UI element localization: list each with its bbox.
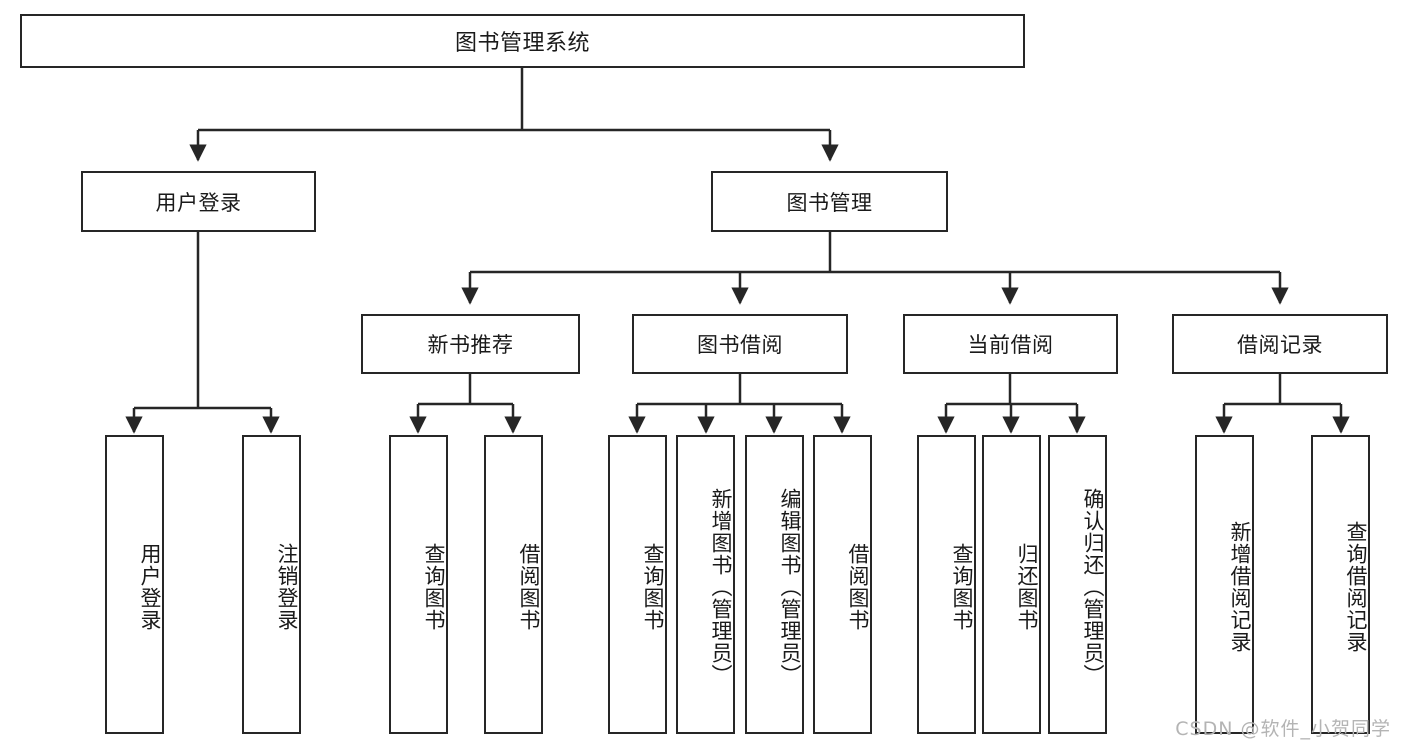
node-label: 新增图书（管理员）: [709, 487, 733, 686]
leaf-current-return-book[interactable]: 归还图书: [982, 435, 1041, 734]
node-label: 查询图书: [641, 542, 665, 631]
node-label: 用户登录: [155, 190, 242, 215]
node-label: 图书管理系统: [454, 31, 590, 56]
node-user-login[interactable]: 用户登录: [81, 171, 316, 232]
leaf-current-confirm-return[interactable]: 确认归还（管理员）: [1048, 435, 1107, 734]
node-book-management[interactable]: 图书管理: [711, 171, 948, 232]
node-book-borrow[interactable]: 图书借阅: [632, 314, 848, 374]
csdn-watermark: CSDN @软件_小贺同学: [1175, 718, 1391, 740]
leaf-user-login-signout[interactable]: 注销登录: [242, 435, 301, 734]
node-label: 借阅图书: [517, 542, 541, 631]
leaf-new-book-borrow[interactable]: 借阅图书: [484, 435, 543, 734]
leaf-borrow-add-book[interactable]: 新增图书（管理员）: [676, 435, 735, 734]
node-borrow-record[interactable]: 借阅记录: [1172, 314, 1388, 374]
node-label: 查询借阅记录: [1344, 520, 1368, 653]
leaf-borrow-query-book[interactable]: 查询图书: [608, 435, 667, 734]
leaf-record-add[interactable]: 新增借阅记录: [1195, 435, 1254, 734]
node-label: 查询图书: [422, 542, 446, 631]
node-label: 归还图书: [1015, 542, 1039, 631]
leaf-user-login-signin[interactable]: 用户登录: [105, 435, 164, 734]
node-label: 借阅图书: [846, 542, 870, 631]
leaf-borrow-edit-book[interactable]: 编辑图书（管理员）: [745, 435, 804, 734]
node-current-borrow[interactable]: 当前借阅: [903, 314, 1118, 374]
node-new-book-recommend[interactable]: 新书推荐: [361, 314, 580, 374]
node-label: 注销登录: [275, 542, 299, 631]
node-label: 确认归还（管理员）: [1081, 487, 1105, 686]
node-label: 借阅记录: [1237, 333, 1323, 357]
node-label: 新书推荐: [427, 333, 514, 357]
node-root[interactable]: 图书管理系统: [20, 14, 1025, 68]
leaf-new-book-query[interactable]: 查询图书: [389, 435, 448, 734]
node-label: 图书借阅: [697, 333, 783, 357]
leaf-record-query[interactable]: 查询借阅记录: [1311, 435, 1370, 734]
node-label: 编辑图书（管理员）: [778, 487, 802, 686]
leaf-current-query-book[interactable]: 查询图书: [917, 435, 976, 734]
node-label: 查询图书: [950, 542, 974, 631]
node-label: 当前借阅: [967, 333, 1054, 357]
node-label: 用户登录: [138, 542, 162, 631]
node-label: 图书管理: [786, 190, 873, 215]
node-label: 新增借阅记录: [1228, 520, 1252, 653]
leaf-borrow-borrow-book[interactable]: 借阅图书: [813, 435, 872, 734]
